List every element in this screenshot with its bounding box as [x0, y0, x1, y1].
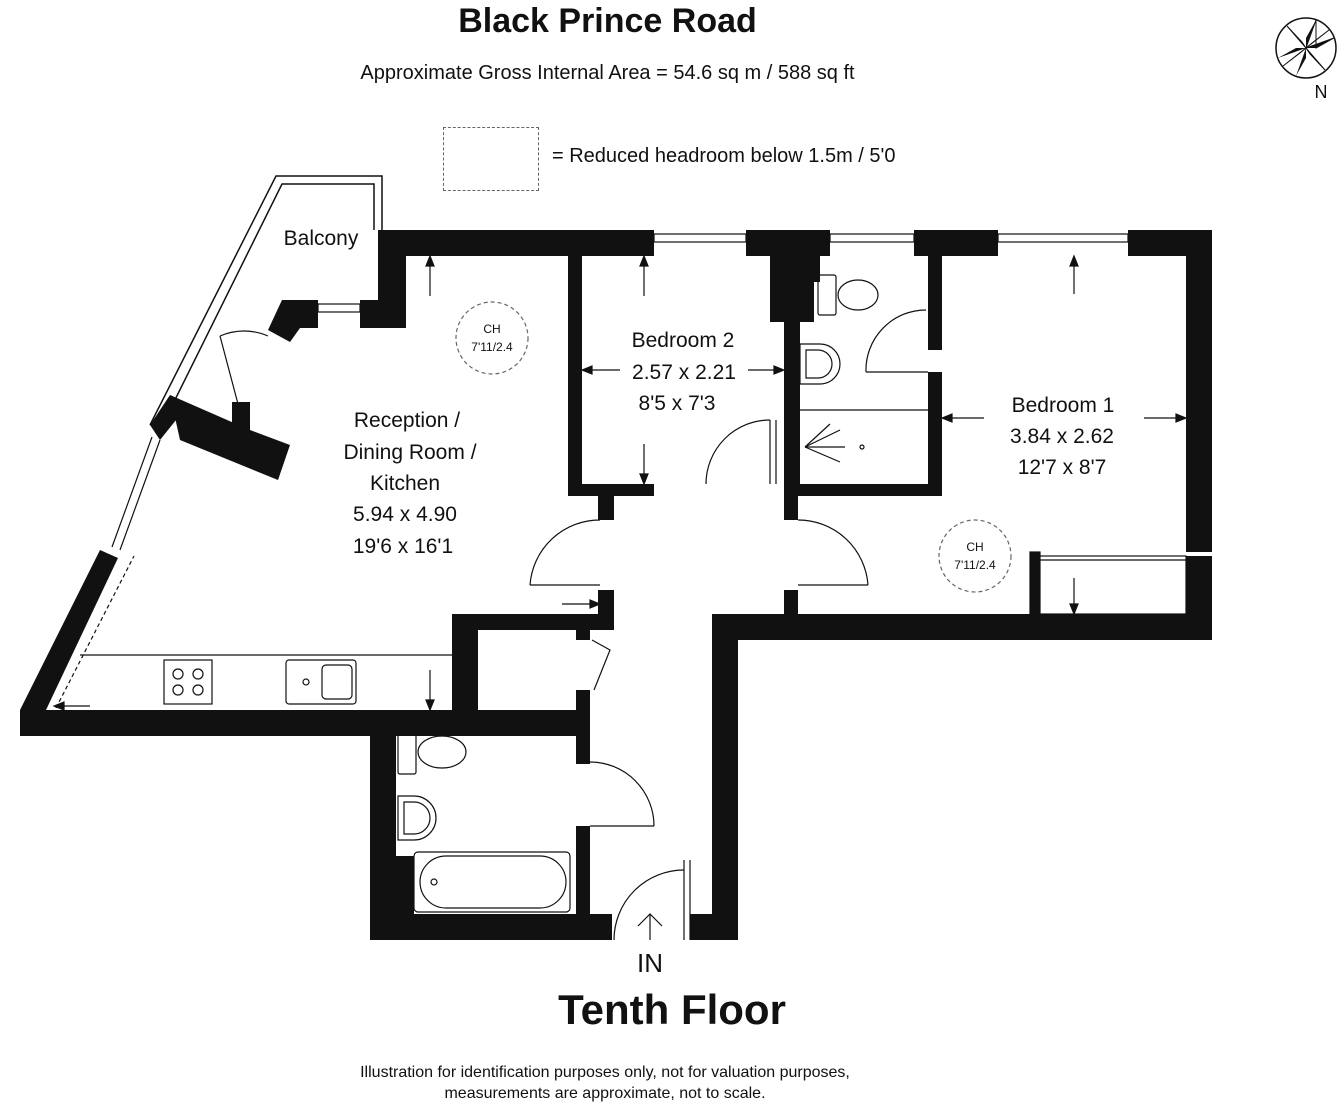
doors	[219, 309, 928, 941]
bedroom2-metric: 2.57 x 2.21	[632, 361, 736, 384]
floor-label: Tenth Floor	[558, 986, 786, 1033]
wardrobe	[1029, 551, 1187, 615]
plan-title: Black Prince Road	[458, 2, 757, 40]
reception-imperial: 19'6 x 16'1	[353, 535, 453, 558]
entrance-label: IN	[637, 948, 663, 978]
bedroom2-name: Bedroom 2	[632, 329, 735, 352]
ch-value: 7'11/2.4	[954, 558, 996, 572]
ch-label: CH	[483, 322, 500, 336]
compass-icon	[1275, 17, 1337, 79]
balcony-area	[149, 175, 383, 431]
entrance-arrow-icon	[637, 913, 663, 940]
windows	[55, 233, 1129, 709]
gross-area: Approximate Gross Internal Area = 54.6 s…	[360, 62, 855, 84]
legend-text: = Reduced headroom below 1.5m / 5'0	[552, 145, 896, 167]
compass-label: N	[1315, 82, 1328, 102]
ch-value: 7'11/2.4	[471, 340, 513, 354]
sanitary-fixtures	[397, 274, 928, 913]
bedroom1-imperial: 12'7 x 8'7	[1018, 456, 1107, 479]
reception-name-2: Dining Room /	[343, 441, 476, 464]
bedroom1-metric: 3.84 x 2.62	[1010, 425, 1114, 448]
ceiling-height-marker	[455, 301, 529, 375]
dimension-arrows	[52, 254, 1188, 712]
disclaimer-line-2: measurements are approximate, not to sca…	[444, 1085, 766, 1102]
ch-label: CH	[966, 540, 983, 554]
reception-name-3: Kitchen	[370, 472, 440, 495]
reception-name-1: Reception /	[354, 409, 460, 432]
reduced-headroom-swatch	[443, 127, 539, 191]
kitchen-counter	[80, 654, 452, 705]
ceiling-height-marker	[938, 519, 1012, 593]
disclaimer-line-1: Illustration for identification purposes…	[360, 1064, 850, 1081]
disclaimer: Illustration for identification purposes…	[0, 1062, 1210, 1104]
bedroom2-imperial: 8'5 x 7'3	[639, 392, 716, 415]
walls	[20, 230, 1212, 940]
bedroom1-name: Bedroom 1	[1012, 394, 1115, 417]
reception-metric: 5.94 x 4.90	[353, 503, 457, 526]
balcony-label: Balcony	[284, 227, 359, 250]
